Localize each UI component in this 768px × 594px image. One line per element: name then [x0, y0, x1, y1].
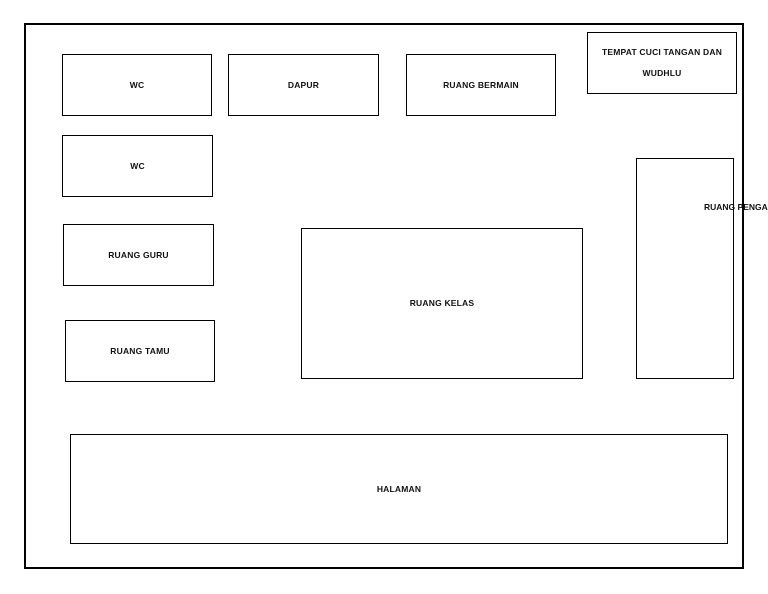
room-label-wc-middle: WC: [130, 160, 145, 171]
room-ruang-tamu: RUANG TAMU: [65, 320, 215, 382]
room-label-ruang-tamu: RUANG TAMU: [110, 345, 170, 356]
room-halaman: HALAMAN: [70, 434, 728, 544]
room-label-dapur: DAPUR: [287, 79, 320, 90]
room-label-halaman: HALAMAN: [376, 483, 422, 494]
room-label-ruang-bermain: RUANG BERMAIN: [443, 79, 519, 90]
room-ruang-penga: [636, 158, 734, 379]
room-tempat-cuci-tangan: TEMPAT CUCI TANGAN DAN WUDHLU: [587, 32, 737, 94]
room-label-tempat-cuci-tangan: TEMPAT CUCI TANGAN DAN WUDHLU: [601, 47, 723, 78]
room-label-wc-top: WC: [129, 79, 145, 90]
room-ruang-bermain: RUANG BERMAIN: [406, 54, 556, 116]
room-wc-top: WC: [62, 54, 212, 116]
room-label-ruang-penga: RUANG PENGA: [704, 202, 768, 212]
room-dapur: DAPUR: [228, 54, 379, 116]
room-ruang-guru: RUANG GURU: [63, 224, 214, 286]
floor-plan-outline: [24, 23, 744, 569]
room-label-ruang-guru: RUANG GURU: [108, 249, 169, 260]
room-ruang-kelas: RUANG KELAS: [301, 228, 583, 379]
room-label-ruang-kelas: RUANG KELAS: [409, 298, 475, 308]
room-wc-middle: WC: [62, 135, 213, 197]
